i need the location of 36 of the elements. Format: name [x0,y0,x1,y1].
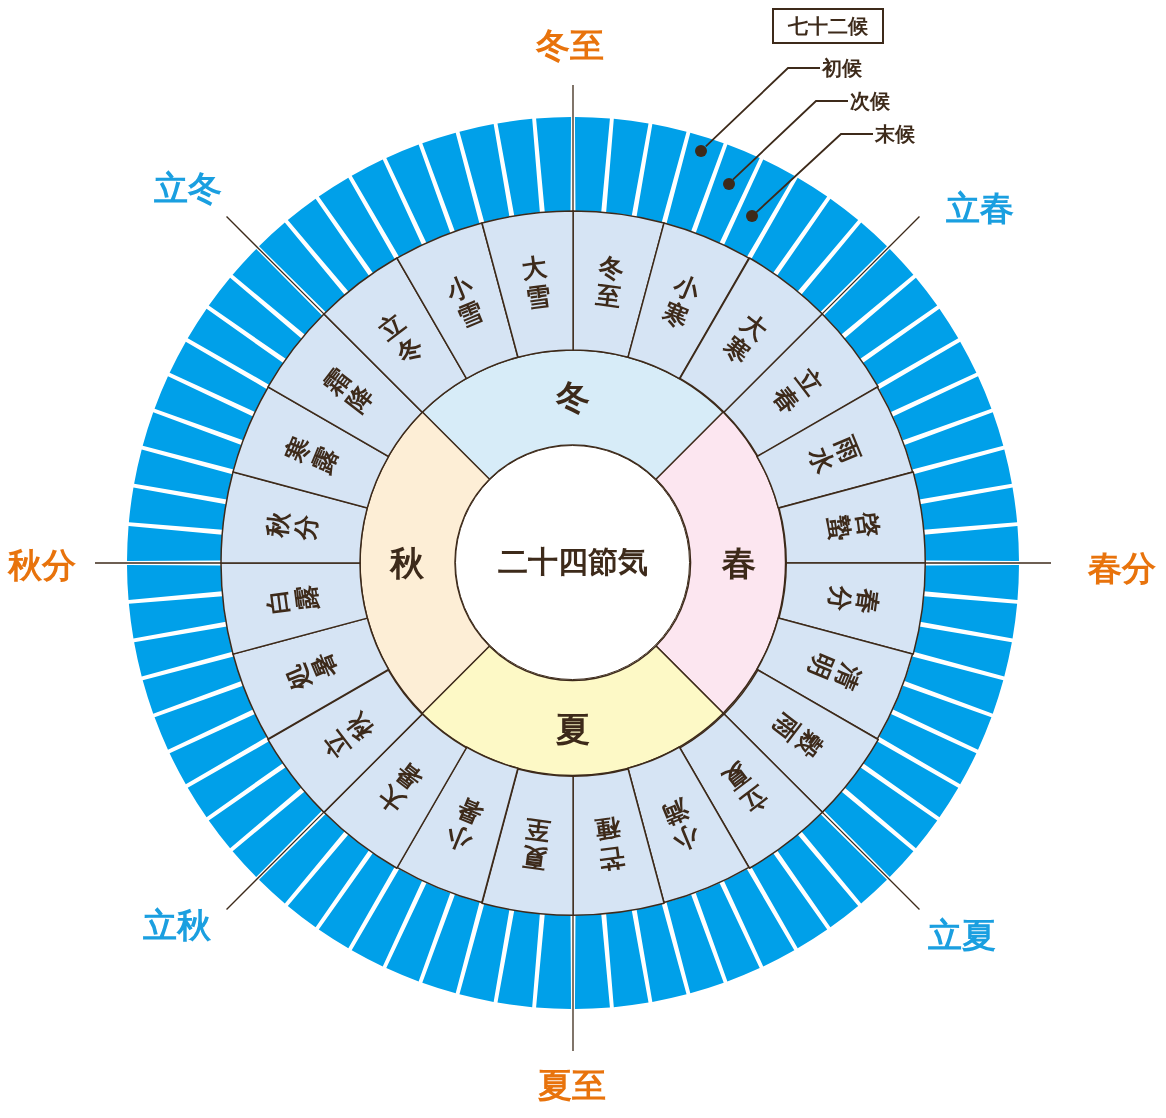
term-label: 啓蟄 [822,509,884,543]
term-label: 夏至 [519,812,553,874]
season-label: 冬 [556,380,590,414]
season-label: 夏 [556,712,590,746]
direction-label: 夏至 [538,1068,606,1102]
term-label: 雨水 [802,432,866,478]
direction-label: 春分 [1088,551,1156,585]
term-label: 小満 [658,792,704,856]
term-label: 寒露 [280,432,344,478]
term-label: 清明 [802,648,866,694]
leader-line [704,67,821,148]
term-label: 小寒 [658,270,704,334]
term-label: 小暑 [442,792,488,856]
direction-label: 秋分 [8,548,76,582]
center-label: 二十四節気 [497,543,648,581]
season-label: 春 [722,546,756,580]
term-label: 冬至 [593,252,626,314]
term-label: 大雪 [519,252,553,314]
direction-label: 立冬 [154,171,222,205]
term-label: 小雪 [442,270,488,334]
leader-text: 初候 [822,56,862,80]
leader-text: 末候 [875,122,915,146]
term-label: 処暑 [280,648,344,694]
direction-label: 立秋 [143,908,211,942]
term-label: 白露 [262,583,324,616]
direction-label: 立春 [946,191,1014,225]
leader-line [732,100,849,181]
direction-label: 立夏 [928,918,996,952]
leader-line [755,133,874,214]
leader-text: 次候 [850,89,890,113]
term-label: 秋分 [262,509,324,543]
term-label: 芒種 [593,812,626,874]
season-label: 秋 [390,546,424,580]
legend-box: 七十二候 [772,8,884,44]
term-label: 春分 [822,583,884,616]
direction-label: 冬至 [536,28,604,62]
